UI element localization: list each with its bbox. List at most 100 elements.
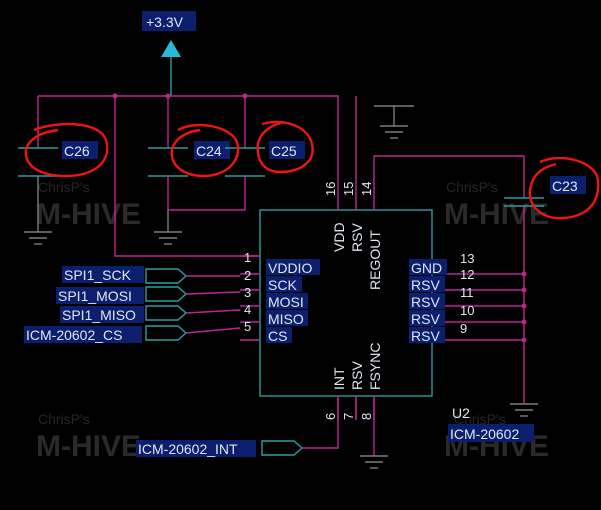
- ic-pin-name: SCK: [268, 277, 297, 293]
- ic-pin-name-highlight: [409, 276, 445, 292]
- net-label-text: SPI1_SCK: [64, 267, 132, 283]
- capacitor-c25: C25: [225, 141, 305, 177]
- ic-pin-name: RSV: [349, 361, 365, 390]
- ic-pin-name: MISO: [268, 311, 304, 327]
- net-label-spi1-sck: SPI1_SCK: [62, 266, 240, 284]
- ic-pin-number: 2: [244, 268, 251, 283]
- ic-pin-number: 8: [359, 413, 374, 420]
- capacitor-label-highlight: [550, 176, 586, 194]
- watermark-large-text: M-HIVE: [36, 430, 141, 463]
- capacitor-label: C23: [552, 178, 578, 194]
- ic-pin-name: VDD: [331, 222, 347, 252]
- net-label-text: ICM-20602_CS: [26, 327, 123, 343]
- ic-pin-number: 15: [341, 182, 356, 196]
- power-arrow-icon: [161, 40, 181, 57]
- ic-pin-name: INT: [331, 367, 347, 390]
- ground-symbols: [24, 105, 538, 469]
- wire-int: [302, 396, 339, 449]
- ground-icon: [374, 105, 414, 139]
- watermark-group: ChrisP's M-HIVE ChrisP's M-HIVE ChrisP's…: [36, 179, 549, 463]
- capacitor-c23: C23: [504, 176, 586, 207]
- net-label-spi1-miso: SPI1_MISO: [60, 305, 241, 323]
- ic-pin-name: CS: [268, 328, 287, 344]
- net-label-highlight: [60, 306, 144, 323]
- ic-pin-number: 5: [244, 319, 251, 334]
- capacitor-label-highlight: [62, 141, 98, 159]
- ic-pin-name-highlight: [409, 327, 445, 343]
- ic-pin-name-highlight: [266, 293, 308, 309]
- ic-pin-name-highlight: [409, 310, 445, 326]
- ic-pin-number: 4: [244, 302, 251, 317]
- ic-pin-name-highlight: [409, 259, 447, 275]
- watermark-small-text: ChrisP's: [454, 411, 506, 427]
- capacitor-label: C25: [271, 143, 297, 159]
- ic-pin-name: FSYNC: [367, 343, 383, 390]
- net-label-text: SPI1_MOSI: [58, 288, 132, 304]
- wire-c24-c25-bottom: [167, 176, 246, 211]
- net-wire: [185, 309, 241, 314]
- capacitor-c24: C24: [148, 141, 230, 177]
- ic-pin-number: 6: [323, 413, 338, 420]
- net-port-icon: [145, 325, 188, 341]
- net-port-icon: [145, 268, 188, 284]
- junction-dot: [112, 93, 118, 99]
- ground-icon: [510, 403, 538, 417]
- net-port-icon: [145, 305, 188, 321]
- watermark-small-text: ChrisP's: [38, 179, 90, 195]
- net-label-icm-int: ICM-20602_INT: [136, 440, 304, 457]
- ic-pin-name-highlight: [409, 293, 445, 309]
- ic-pin-name: RSV: [411, 277, 440, 293]
- ic-pin-name: VDDIO: [268, 260, 312, 276]
- net-label-highlight: [136, 440, 256, 457]
- ic-pin-name-highlight: [266, 259, 320, 275]
- ic-pin-name: MOSI: [268, 294, 304, 310]
- ground-icon: [360, 455, 388, 469]
- ic-reference: U2: [452, 405, 470, 421]
- ic-pin-name-highlight: [266, 327, 292, 343]
- net-label-spi1-mosi: SPI1_MOSI: [56, 286, 241, 304]
- watermark-left-bottom: ChrisP's M-HIVE: [36, 411, 141, 463]
- annotation-circle-c24: [170, 123, 240, 178]
- capacitor-label-highlight: [269, 141, 305, 159]
- ic-pin-number: 1: [244, 250, 251, 265]
- capacitor-c26: C26: [18, 141, 98, 232]
- junction-dot: [242, 93, 248, 99]
- net-label-icm-cs: ICM-20602_CS: [24, 325, 241, 343]
- annotation-circle-c26: [24, 122, 109, 178]
- capacitor-label-highlight: [194, 141, 230, 159]
- ic-pin-number: 9: [460, 321, 467, 336]
- ic-pin-name: RSV: [411, 294, 440, 310]
- net-label-highlight: [62, 266, 144, 283]
- net-label-highlight: [56, 287, 144, 304]
- ic-pin-name: REGOUT: [367, 230, 383, 290]
- ic-pin-name-highlight: [266, 310, 308, 326]
- net-labels: SPI1_SCK SPI1_MOSI SPI1_MISO ICM-20602_C…: [24, 266, 304, 457]
- ic-pin-number: 16: [323, 182, 338, 196]
- ic-pin-number: 12: [460, 267, 474, 282]
- power-label-highlight: [142, 11, 196, 31]
- ic-pin-name: RSV: [411, 328, 440, 344]
- net-label-text: ICM-20602_INT: [138, 441, 238, 457]
- ic-pin-name: GND: [411, 260, 442, 276]
- ic-pin-name: RSV: [411, 311, 440, 327]
- junction-dot: [165, 93, 171, 99]
- watermark-small-text: ChrisP's: [446, 179, 498, 195]
- net-label-highlight: [24, 326, 142, 343]
- ic-pin-number: 7: [341, 413, 356, 420]
- ic-pin-number: 13: [460, 251, 474, 266]
- ic-pin-name: RSV: [349, 223, 365, 252]
- ic-value: ICM-20602: [450, 426, 519, 442]
- ic-pin-number: 3: [244, 285, 251, 300]
- net-wire: [185, 291, 241, 295]
- capacitor-label: C26: [64, 143, 90, 159]
- annotation-circle-c23: [528, 156, 600, 220]
- capacitor-label: C24: [196, 143, 222, 159]
- ic-pin-name-highlight: [266, 276, 302, 292]
- watermark-left-top: ChrisP's M-HIVE: [36, 179, 141, 231]
- ground-icon: [24, 231, 52, 245]
- net-label-text: SPI1_MISO: [62, 307, 136, 323]
- wire-regout: [373, 155, 525, 198]
- power-label: +3.3V: [146, 14, 184, 30]
- watermark-large-text: M-HIVE: [36, 198, 141, 231]
